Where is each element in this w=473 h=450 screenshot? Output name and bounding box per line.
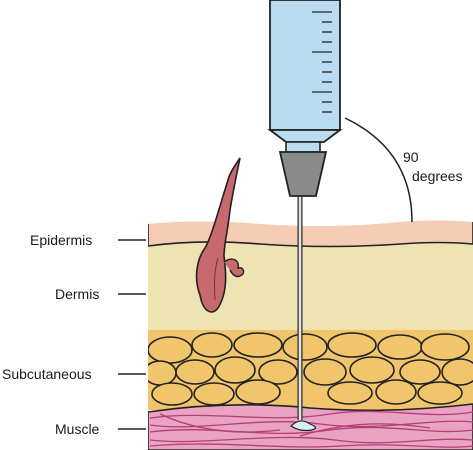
hair-follicle-icon [195, 157, 245, 313]
fat-cells [148, 332, 473, 406]
syringe-barrel [269, 0, 341, 131]
needle-hub [278, 151, 328, 197]
skin-cross-section [148, 220, 473, 450]
needle [290, 190, 317, 432]
muscle-fibers [149, 410, 473, 448]
syringe-shoulder [267, 129, 343, 143]
syringe-tip [285, 141, 321, 153]
leader-lines [118, 239, 146, 430]
angle-value: 90 [403, 149, 419, 165]
injected-fluid [290, 420, 317, 432]
label-dermis: Dermis [55, 286, 99, 302]
label-muscle: Muscle [55, 421, 100, 437]
graduation-marks [312, 11, 332, 113]
epidermis-layer [148, 220, 473, 248]
label-subcutaneous: Subcutaneous [2, 366, 92, 382]
syringe-icon [267, 0, 343, 197]
angle-unit: degrees [412, 168, 463, 184]
angle-arc [344, 117, 413, 223]
label-epidermis: Epidermis [30, 232, 92, 248]
